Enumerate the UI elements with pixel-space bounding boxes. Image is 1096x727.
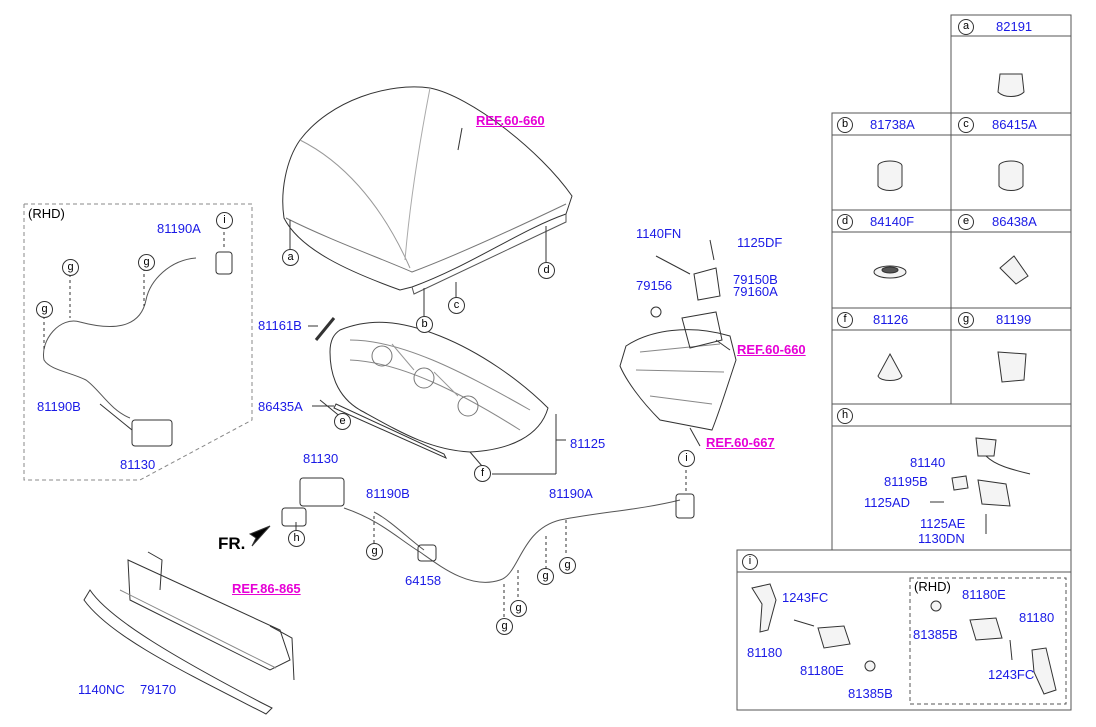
cell-h-part-81140[interactable]: 81140 <box>910 455 946 470</box>
part-label-81161B[interactable]: 81161B <box>258 318 302 333</box>
callout-d[interactable]: d <box>538 262 555 279</box>
cell-d-part[interactable]: 84140F <box>870 214 915 229</box>
part-label-79160A[interactable]: 79160A <box>733 284 778 299</box>
part-label-81190A-rhd[interactable]: 81190A <box>157 221 201 236</box>
callout-f[interactable]: f <box>474 465 491 482</box>
callout-g-rhd-1[interactable]: g <box>62 259 79 276</box>
callout-i-rhd[interactable]: i <box>216 212 233 229</box>
latch-h-icon <box>977 479 1011 507</box>
cell-i-rhd-title: (RHD) <box>914 579 951 594</box>
cell-d-letter: d <box>837 214 853 230</box>
cell-i-part-1243FC-right[interactable]: 1243FC <box>988 667 1035 682</box>
cell-i-part-81180E-left[interactable]: 81180E <box>800 663 844 678</box>
insulator-drawing <box>329 321 549 453</box>
part-81140-icon <box>975 437 997 457</box>
cell-h-part-1125AD[interactable]: 1125AD <box>864 495 911 510</box>
callout-g-3[interactable]: g <box>559 557 576 574</box>
lever-left-icon <box>751 583 777 633</box>
part-82191-icon <box>997 73 1025 97</box>
ref-bumper[interactable]: REF.86-865 <box>232 581 301 596</box>
part-label-64158[interactable]: 64158 <box>405 573 442 588</box>
part-81738A-icon <box>877 160 903 191</box>
part-81126-icon <box>877 352 903 381</box>
callout-c[interactable]: c <box>448 297 465 314</box>
part-label-1140NC[interactable]: 1140NC <box>78 682 125 697</box>
part-label-79150B[interactable]: 79150B <box>733 272 778 287</box>
part-81195B-icon <box>951 475 969 491</box>
part-label-79170[interactable]: 79170 <box>140 682 177 697</box>
part-label-81125[interactable]: 81125 <box>570 436 606 451</box>
part-label-1125DF[interactable]: 1125DF <box>737 235 783 250</box>
callout-b[interactable]: b <box>416 316 433 333</box>
cell-h-part-1125AE[interactable]: 1125AE <box>920 516 966 531</box>
cell-f-part[interactable]: 81126 <box>873 312 909 327</box>
callout-i[interactable]: i <box>678 450 695 467</box>
cell-a-part[interactable]: 82191 <box>996 19 1033 34</box>
cell-h-part-1130DN[interactable]: 1130DN <box>918 531 965 546</box>
weatherstrip-drawing <box>333 403 448 460</box>
front-arrow-drawing <box>248 525 271 547</box>
callout-g-1[interactable]: g <box>366 543 383 560</box>
ref-hinge[interactable]: REF.60-660 <box>737 342 806 357</box>
part-label-1140FN[interactable]: 1140FN <box>636 226 682 241</box>
rhd-box-border <box>23 203 253 481</box>
cell-e-letter: e <box>958 214 974 230</box>
part-label-81190B[interactable]: 81190B <box>366 486 410 501</box>
cell-i-letter: i <box>742 554 758 570</box>
callout-g-rhd-2[interactable]: g <box>138 254 155 271</box>
callout-g-5[interactable]: g <box>510 600 527 617</box>
lever-right-icon <box>1031 647 1057 695</box>
callout-g-4[interactable]: g <box>496 618 513 635</box>
cell-h-part-81195B[interactable]: 81195B <box>884 474 928 489</box>
front-direction-label: FR. <box>218 534 246 553</box>
cell-i-part-1243FC-left[interactable]: 1243FC <box>782 590 829 605</box>
callout-e[interactable]: e <box>334 413 351 430</box>
part-label-79156[interactable]: 79156 <box>636 278 673 293</box>
part-label-86435A[interactable]: 86435A <box>258 399 303 414</box>
rhd-box-title: (RHD) <box>28 206 65 221</box>
cell-i-part-81180-left[interactable]: 81180 <box>747 645 783 660</box>
ref-panel[interactable]: REF.60-667 <box>706 435 775 450</box>
hinge-panel-drawing <box>619 239 737 431</box>
bumper-beam-drawing <box>83 551 295 715</box>
cell-i-part-81180E-right[interactable]: 81180E <box>962 587 1006 602</box>
cell-e-part[interactable]: 86438A <box>992 214 1037 229</box>
callout-h[interactable]: h <box>288 530 305 547</box>
callout-a[interactable]: a <box>282 249 299 266</box>
part-label-81190B-rhd[interactable]: 81190B <box>37 399 81 414</box>
cell-b-part[interactable]: 81738A <box>870 117 915 132</box>
part-81199-icon <box>997 351 1027 383</box>
cable-main-drawing <box>343 499 681 583</box>
cell-c-part[interactable]: 86415A <box>992 117 1037 132</box>
part-label-81130[interactable]: 81130 <box>303 451 339 466</box>
cell-i-part-81180-right[interactable]: 81180 <box>1019 610 1055 625</box>
cell-i-part-81385B-left[interactable]: 81385B <box>848 686 893 701</box>
cell-b-letter: b <box>837 117 853 133</box>
part-label-81130-rhd[interactable]: 81130 <box>120 457 156 472</box>
part-label-81190A[interactable]: 81190A <box>549 486 593 501</box>
part-84140F-icon <box>873 265 907 279</box>
bracket-left-icon <box>817 625 851 649</box>
hood-drawing <box>282 86 573 295</box>
cell-a-letter: a <box>958 19 974 35</box>
ref-hood[interactable]: REF.60-660 <box>476 113 545 128</box>
cell-c-letter: c <box>958 117 974 133</box>
cell-i-part-81385B-right[interactable]: 81385B <box>913 627 958 642</box>
cell-f-letter: f <box>837 312 853 328</box>
callout-g-rhd-3[interactable]: g <box>36 301 53 318</box>
bracket-right-icon <box>969 617 1003 641</box>
parts-table-grid <box>736 14 1072 711</box>
part-86415A-icon <box>998 160 1024 191</box>
cable-rhd-drawing <box>43 257 197 419</box>
callout-g-2[interactable]: g <box>537 568 554 585</box>
cell-g-letter: g <box>958 312 974 328</box>
part-86438A-icon <box>999 255 1029 285</box>
cell-h-letter: h <box>837 408 853 424</box>
cell-g-part[interactable]: 81199 <box>996 312 1032 327</box>
